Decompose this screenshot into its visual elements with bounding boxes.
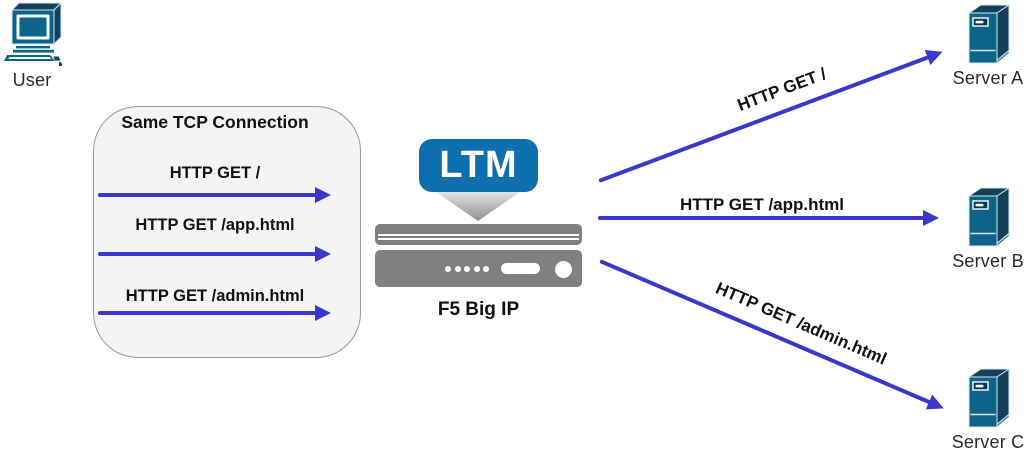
request-arrow-app: [98, 252, 316, 256]
server-icon: [968, 368, 1010, 428]
appliance-vent-line: [378, 238, 579, 240]
server-c-label: Server C: [951, 432, 1024, 452]
route-label-server-b: HTTP GET /app.html: [679, 195, 845, 214]
server-icon: [968, 187, 1010, 247]
user-node: User: [0, 0, 64, 91]
appliance-vent-line: [378, 234, 579, 236]
server-c-node: Server C: [943, 368, 1024, 453]
route-arrow-server-c: [599, 259, 931, 405]
request-label-root: HTTP GET /: [169, 164, 261, 182]
ltm-badge: LTM: [419, 139, 538, 192]
user-label: User: [12, 70, 52, 90]
appliance-power-button: [555, 260, 572, 278]
route-arrow-server-a: [598, 55, 930, 183]
request-label-app: HTTP GET /app.html: [135, 216, 295, 234]
server-a-label: Server A: [952, 68, 1024, 88]
user-computer-icon: [4, 2, 63, 66]
server-icon: [968, 4, 1010, 64]
appliance-drive-slot: [501, 263, 540, 274]
ltm-pointer-icon: [436, 192, 520, 221]
request-arrow-admin: [98, 311, 316, 315]
request-label-admin: HTTP GET /admin.html: [125, 287, 305, 305]
request-arrow-root: [98, 193, 316, 197]
appliance-led-dots: [445, 265, 489, 272]
server-b-label: Server B: [952, 251, 1024, 271]
server-a-node: Server A: [943, 4, 1024, 89]
f5-bigip-label: F5 Big IP: [437, 299, 520, 320]
tcp-box-title: Same TCP Connection: [121, 112, 309, 132]
appliance-top-unit: [375, 224, 582, 245]
server-b-node: Server B: [943, 187, 1024, 272]
appliance-bottom-unit: [375, 250, 582, 287]
route-label-server-c: HTTP GET /admin.html: [712, 278, 890, 369]
route-arrow-server-b: [598, 216, 924, 220]
